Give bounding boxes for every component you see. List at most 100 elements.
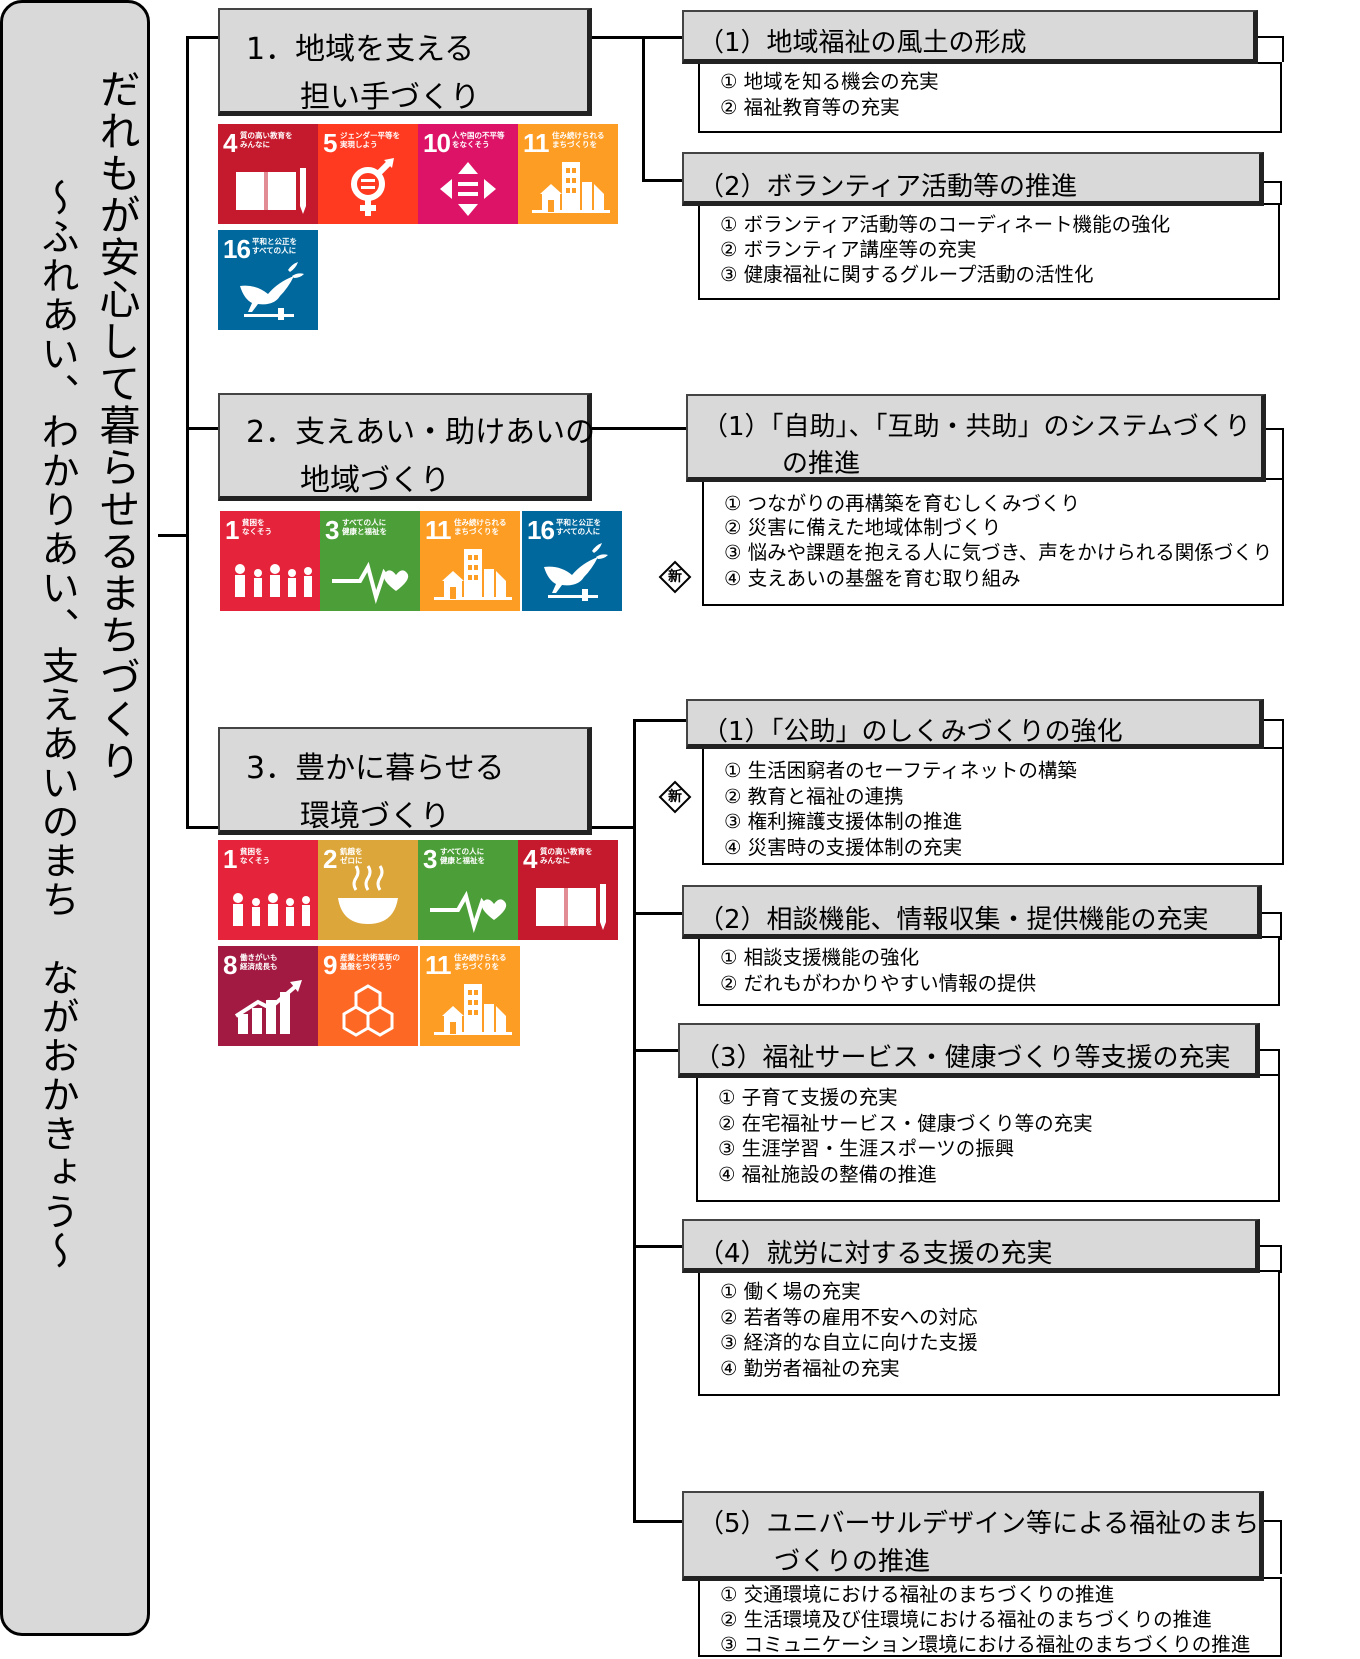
goal-title: 2．支えあい・助けあいの bbox=[246, 415, 596, 450]
policy-header: （1）「自助」、「互助・共助」のシステムづくり の推進 bbox=[686, 394, 1266, 482]
new-mark-badge: 新 bbox=[658, 560, 692, 594]
list-item: ③ コミュニケーション環境における福祉のまちづくりの推進 bbox=[720, 1633, 1251, 1656]
header-bracket bbox=[1252, 1245, 1282, 1273]
goal-title: 1．地域を支える bbox=[246, 32, 475, 67]
list-item: ② だれもがわかりやすい情報の提供 bbox=[720, 972, 1037, 995]
connector-line bbox=[591, 36, 683, 39]
list-item: ① 子育て支援の充実 bbox=[718, 1086, 898, 1109]
list-item: ① ボランティア活動等のコーディネート機能の強化 bbox=[720, 213, 1171, 236]
header-bracket bbox=[1256, 1049, 1280, 1077]
list-item: ① 交通環境における福祉のまちづくりの推進 bbox=[720, 1583, 1115, 1606]
goal-box-2: 2．支えあい・助けあいの 地域づくり bbox=[218, 393, 596, 501]
list-item: ④ 災害時の支援体制の充実 bbox=[724, 836, 963, 859]
policy-header: （4）就労に対する支援の充実 bbox=[682, 1219, 1260, 1273]
equality-icon bbox=[440, 162, 496, 216]
sdg-number: 5 bbox=[323, 128, 338, 158]
connector-line bbox=[186, 826, 218, 829]
vision-title: だれもが安心して暮らせるまちづくり bbox=[92, 68, 140, 782]
header-bracket bbox=[1254, 912, 1282, 940]
list-item: ① 生活困窮者のセーフティネットの構築 bbox=[724, 759, 1077, 782]
list-item: ② 在宅福祉サービス・健康づくり等の充実 bbox=[718, 1112, 1093, 1135]
sdg-label: 平和と公正を すべての人に bbox=[252, 237, 297, 255]
connector-line bbox=[158, 534, 188, 537]
connector-line bbox=[186, 427, 218, 430]
connector-line bbox=[633, 719, 688, 722]
list-item: ① つながりの再構築を育むしくみづくり bbox=[724, 492, 1080, 515]
sdg-number: 1 bbox=[225, 515, 240, 545]
connector-line bbox=[590, 826, 635, 829]
policy-items-box: ① 子育て支援の充実 ② 在宅福祉サービス・健康づくり等の充実 ③ 生涯学習・生… bbox=[696, 1074, 1280, 1202]
goal-title-line2: 環境づくり bbox=[300, 799, 450, 834]
sdg-label: 働きがいも 経済成長も bbox=[240, 953, 278, 971]
policy-header: （2）相談機能、情報収集・提供機能の充実 bbox=[682, 885, 1262, 939]
header-bracket bbox=[1258, 181, 1282, 205]
list-item: ① 地域を知る機会の充実 bbox=[720, 70, 939, 93]
sdg-label: 飢餓を ゼロに bbox=[340, 847, 363, 865]
city-icon bbox=[532, 162, 610, 213]
sdg-number: 11 bbox=[523, 128, 549, 158]
connector-line bbox=[186, 36, 189, 829]
sdg-number: 3 bbox=[325, 515, 340, 545]
dove-icon bbox=[240, 262, 304, 320]
policy-header: （1）地域福祉の風土の形成 bbox=[682, 10, 1258, 64]
sdg-number: 4 bbox=[223, 128, 238, 158]
policy-header: （2）ボランティア活動等の推進 bbox=[682, 152, 1264, 206]
policy-items-box: ① ボランティア活動等のコーディネート機能の強化 ② ボランティア講座等の充実 … bbox=[698, 203, 1280, 300]
connector-line bbox=[633, 1245, 684, 1248]
policy-header: （5）ユニバーサルデザイン等による福祉のまち づくりの推進 bbox=[682, 1491, 1264, 1581]
sdg-label: 人や国の不平等 をなくそう bbox=[452, 131, 505, 149]
sdg-label: すべての人に 健康と福祉を bbox=[342, 518, 387, 536]
cubes-icon bbox=[342, 984, 394, 1037]
sdg-label: 平和と公正を すべての人に bbox=[556, 518, 601, 536]
header-bracket bbox=[1250, 36, 1284, 62]
sdg-number: 10 bbox=[423, 128, 451, 158]
sdg-label: 住み続けられる まちづくりを bbox=[454, 518, 507, 536]
list-item: ③ 悩みや課題を抱える人に気づき、声をかけられる関係づくり bbox=[724, 541, 1273, 564]
sdg-label: 貧困を なくそう bbox=[240, 847, 270, 865]
connector-line bbox=[633, 912, 684, 915]
sdg-label: ジェンダー平等を 実現しよう bbox=[340, 131, 400, 149]
dove-icon bbox=[544, 543, 608, 601]
policy-header: （1）「公助」のしくみづくりの強化 bbox=[686, 699, 1264, 749]
book-icon bbox=[536, 884, 606, 930]
goal-title: 3．豊かに暮らせる bbox=[246, 751, 505, 786]
connector-line bbox=[590, 427, 688, 430]
sdg-number: 3 bbox=[423, 844, 438, 874]
sdg-number: 4 bbox=[523, 844, 538, 874]
policy-items-box: ① 地域を知る機会の充実 ② 福祉教育等の充実 bbox=[698, 62, 1282, 133]
policy-items-box: ① 交通環境における福祉のまちづくりの推進 ② 生活環境及び住環境における福祉の… bbox=[698, 1577, 1282, 1657]
goal-title-line2: 担い手づくり bbox=[300, 80, 480, 115]
connector-line bbox=[633, 719, 636, 1523]
book-icon bbox=[236, 168, 306, 214]
growth-chart-icon bbox=[234, 980, 302, 1034]
header-bracket bbox=[1260, 719, 1284, 747]
sdg-number: 9 bbox=[323, 950, 338, 980]
list-item: ② 福祉教育等の充実 bbox=[720, 96, 900, 119]
gender-icon bbox=[351, 158, 394, 216]
sdg-label: すべての人に 健康と福祉を bbox=[440, 847, 485, 865]
goal-box-1: 1．地域を支える 担い手づくり bbox=[218, 8, 592, 116]
connector-line bbox=[642, 179, 684, 182]
sdg-label: 住み続けられる まちづくりを bbox=[454, 953, 507, 971]
list-item: ① 相談支援機能の強化 bbox=[720, 946, 920, 969]
connector-line bbox=[186, 36, 218, 39]
sdg-number: 2 bbox=[323, 844, 338, 874]
connector-line bbox=[633, 1049, 680, 1052]
people-icon bbox=[235, 564, 312, 597]
list-item: ④ 支えあいの基盤を育む取り組み bbox=[724, 567, 1021, 590]
list-item: ③ 健康福祉に関するグループ活動の活性化 bbox=[720, 263, 1094, 286]
sdg-number: 8 bbox=[223, 950, 238, 980]
